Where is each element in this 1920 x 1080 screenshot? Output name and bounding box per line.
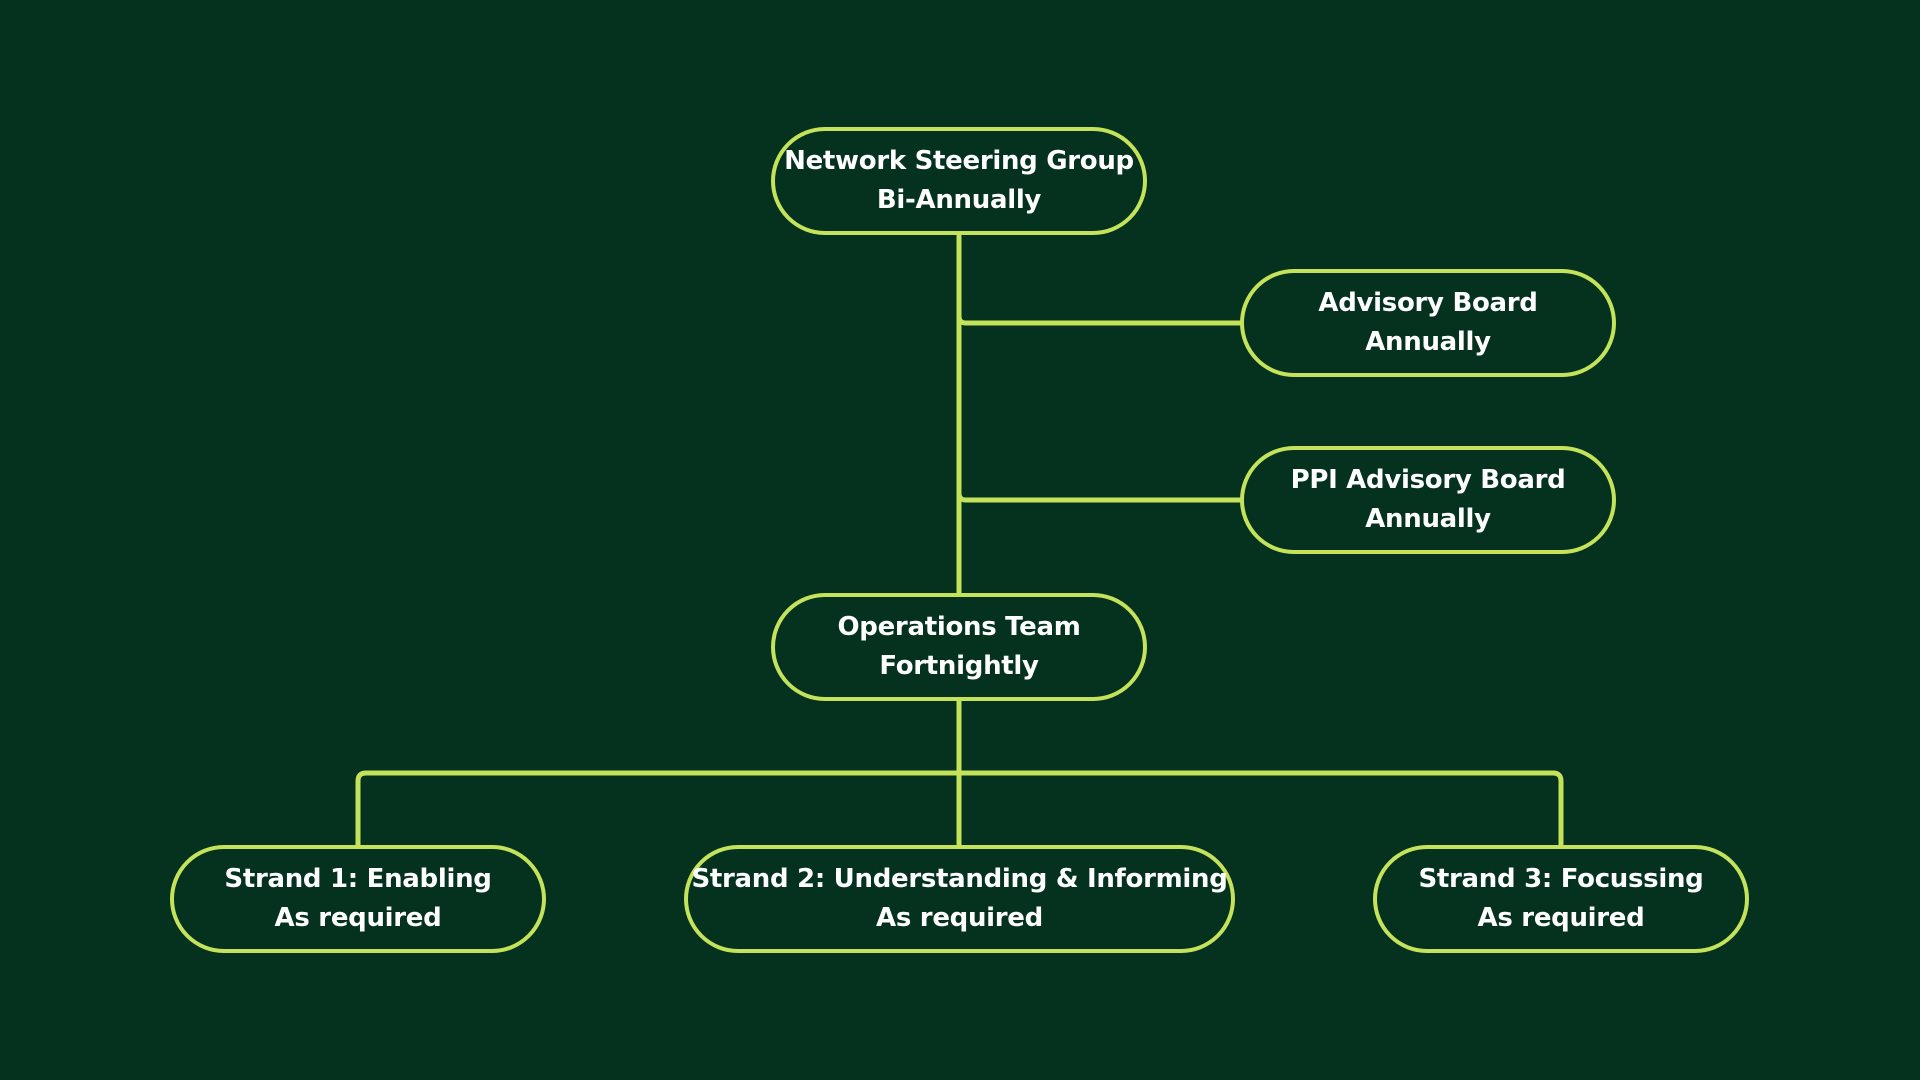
node-frequency: Annually: [1365, 327, 1491, 357]
node-title: PPI Advisory Board: [1290, 465, 1566, 495]
connector-to-advisory-board: [956, 313, 1243, 326]
node-title: Strand 1: Enabling: [224, 864, 492, 894]
node-frequency: Annually: [1365, 504, 1491, 534]
node-ppi-advisory-board: PPI Advisory Board Annually: [1240, 446, 1616, 554]
connector-to-ppi-advisory-board: [956, 490, 1243, 503]
node-title: Operations Team: [837, 612, 1081, 642]
node-operations-team: Operations Team Fortnightly: [771, 593, 1147, 701]
node-frequency: Bi-Annually: [876, 185, 1042, 215]
node-title: Advisory Board: [1318, 288, 1538, 318]
node-frequency: As required: [876, 903, 1043, 933]
node-frequency: Fortnightly: [879, 651, 1039, 681]
node-frequency: As required: [274, 903, 442, 933]
node-title: Strand 3: Focussing: [1418, 864, 1704, 894]
node-network-steering-group: Network Steering Group Bi-Annually: [771, 127, 1147, 235]
node-strand-2-understanding-informing: Strand 2: Understanding & Informing As r…: [684, 845, 1235, 953]
node-title: Strand 2: Understanding & Informing: [691, 864, 1228, 894]
node-title: Network Steering Group: [784, 146, 1134, 176]
node-strand-1-enabling: Strand 1: Enabling As required: [170, 845, 546, 953]
node-strand-3-focussing: Strand 3: Focussing As required: [1373, 845, 1749, 953]
node-frequency: As required: [1477, 903, 1645, 933]
node-advisory-board: Advisory Board Annually: [1240, 269, 1616, 377]
connector-strands-branch: [355, 770, 1564, 848]
